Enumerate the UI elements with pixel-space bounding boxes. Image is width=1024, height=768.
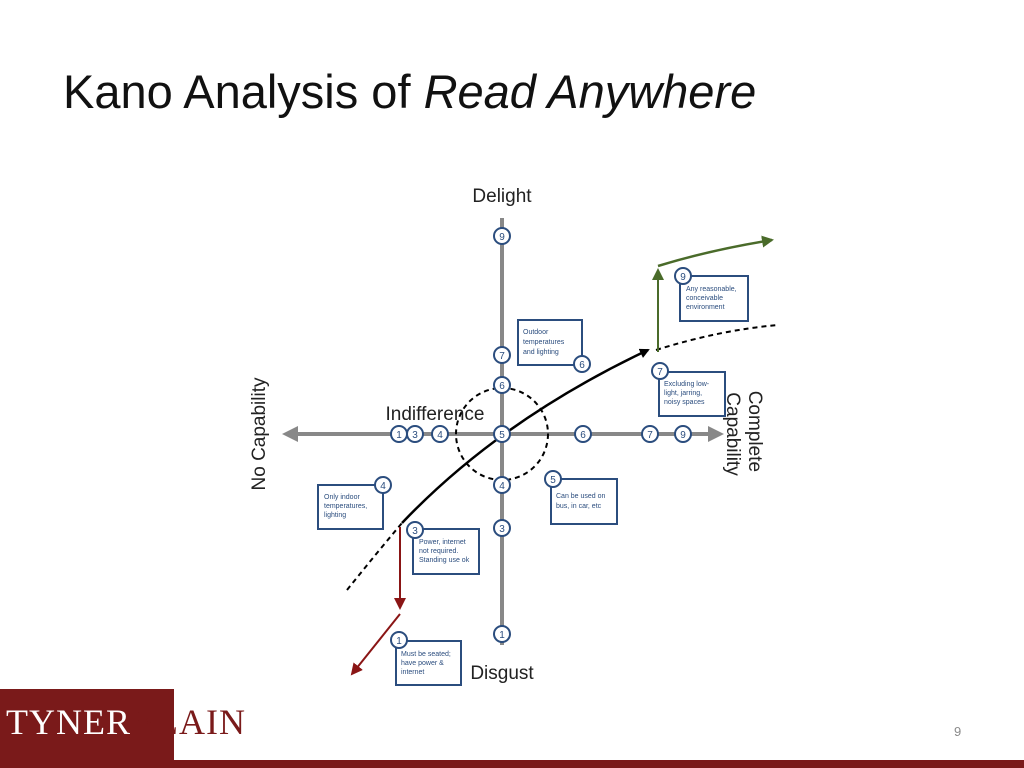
svg-text:Only indoor temperatures: Only indoor temperatures, lighting <box>324 494 369 519</box>
node-label: 9 <box>680 272 686 283</box>
node-label: 1 <box>396 636 402 647</box>
note-line: Power, internet <box>419 539 466 546</box>
note-line: Outdoor <box>523 329 549 336</box>
note-line: and lighting <box>523 349 559 356</box>
node-label: 5 <box>499 430 505 441</box>
node-label: 5 <box>550 475 556 486</box>
axis-label-line: Complete <box>744 391 765 472</box>
note-excluding: Excluding low- light, jarring, noisy spa… <box>658 371 726 417</box>
note-line: bus, in car, etc <box>556 503 602 510</box>
note-line: Only indoor <box>324 494 360 501</box>
node-label: 3 <box>499 524 505 535</box>
node-label: 4 <box>437 430 443 441</box>
page-number: 9 <box>954 724 962 739</box>
axis-label-disgust: Disgust <box>470 663 534 684</box>
node-label: 7 <box>647 430 653 441</box>
node-label: 7 <box>499 351 505 362</box>
note-line: internet <box>401 669 424 676</box>
note-outdoor: Outdoor temperatures and lighting <box>517 319 583 366</box>
svg-text:Outdoor temperatures: Outdoor temperatures and lighting <box>523 329 566 356</box>
node-label: 6 <box>580 430 586 441</box>
axis-label-no-capability: No Capability <box>249 377 270 490</box>
node-label: 6 <box>579 360 585 371</box>
node: 1 <box>390 425 408 443</box>
title-italic: Read Anywhere <box>423 65 757 118</box>
satisfaction-curve <box>401 348 650 524</box>
svg-text:Must be seated; have pow: Must be seated; have power & internet <box>401 651 453 676</box>
node-label: 7 <box>657 367 663 378</box>
note-any-environment: Any reasonable, conceivable environment <box>679 275 749 322</box>
curve-dashed-lower <box>346 522 403 591</box>
note-line: Excluding low- <box>664 381 710 388</box>
node: 9 <box>674 267 692 285</box>
right-arrowhead <box>708 426 724 442</box>
node-label: 3 <box>412 430 418 441</box>
slide-title: Kano Analysis of Read Anywhere <box>63 66 756 118</box>
note-line: temperatures, <box>324 503 367 510</box>
node: 4 <box>374 476 392 494</box>
curve-dashed-upper <box>655 324 779 351</box>
node-label: 1 <box>396 430 402 441</box>
note-line: have power & <box>401 660 444 667</box>
note-line: noisy spaces <box>664 399 705 406</box>
node-label: 9 <box>680 430 686 441</box>
title-plain: Kano Analysis of <box>63 65 424 118</box>
footer-bar <box>174 760 1024 768</box>
brand-block <box>0 689 174 768</box>
note-bus: Can be used on bus, in car, etc <box>550 478 618 525</box>
node: 1 <box>493 625 511 643</box>
note-power: Power, internet not required. Standing u… <box>412 528 480 575</box>
node: 3 <box>406 425 424 443</box>
note-line: lighting <box>324 512 346 519</box>
axis-label-complete-capability: Complete Capability <box>722 391 765 478</box>
node: 6 <box>493 376 511 394</box>
node: 5 <box>544 470 562 488</box>
axis-label-indifference: Indifference <box>386 404 485 425</box>
brand-word-1: TYNER <box>6 702 131 742</box>
node-label: 4 <box>499 481 505 492</box>
node: 7 <box>493 346 511 364</box>
node: 5 <box>493 425 511 443</box>
node-label: 6 <box>499 381 505 392</box>
note-line: light, jarring, <box>664 390 702 397</box>
svg-text:Excluding low- light, ja: Excluding low- light, jarring, noisy spa… <box>664 381 711 406</box>
green-arrow-curve <box>657 235 774 268</box>
node-label: 9 <box>499 232 505 243</box>
node: 9 <box>493 227 511 245</box>
note-line: conceivable <box>686 295 723 302</box>
axis-label-line: Capability <box>722 392 743 476</box>
svg-text:Any reasonable, conceiva: Any reasonable, conceivable environment <box>686 286 739 311</box>
node-label: 4 <box>380 481 386 492</box>
node: 6 <box>574 425 592 443</box>
brand-word-2: BLAIN <box>131 702 246 742</box>
note-line: Must be seated; <box>401 651 451 658</box>
svg-text:Power, internet not requ: Power, internet not required. Standing u… <box>419 539 470 564</box>
svg-text:Can be used on bus, in c: Can be used on bus, in car, etc <box>556 493 607 510</box>
node: 6 <box>573 355 591 373</box>
axis-label-delight: Delight <box>472 186 532 207</box>
brand-logo: TYNERBLAIN <box>6 704 246 740</box>
svg-text:Complete Capability: Complete Capability <box>722 391 765 478</box>
node: 9 <box>674 425 692 443</box>
node: 4 <box>431 425 449 443</box>
node: 4 <box>493 476 511 494</box>
note-line: not required. <box>419 548 458 555</box>
left-arrowhead <box>282 426 298 442</box>
node-label: 1 <box>499 630 505 641</box>
note-line: Standing use ok <box>419 557 470 564</box>
note-line: Can be used on <box>556 493 606 500</box>
note-indoor: Only indoor temperatures, lighting <box>317 484 384 530</box>
note-line: Any reasonable, <box>686 286 737 293</box>
note-seated: Must be seated; have power & internet <box>395 640 462 686</box>
node: 1 <box>390 631 408 649</box>
red-arrow-diagonal <box>350 613 401 676</box>
node: 7 <box>641 425 659 443</box>
node: 3 <box>406 521 424 539</box>
node: 7 <box>651 362 669 380</box>
note-line: temperatures <box>523 339 565 346</box>
note-line: environment <box>686 304 725 311</box>
node-label: 3 <box>412 526 418 537</box>
node: 3 <box>493 519 511 537</box>
